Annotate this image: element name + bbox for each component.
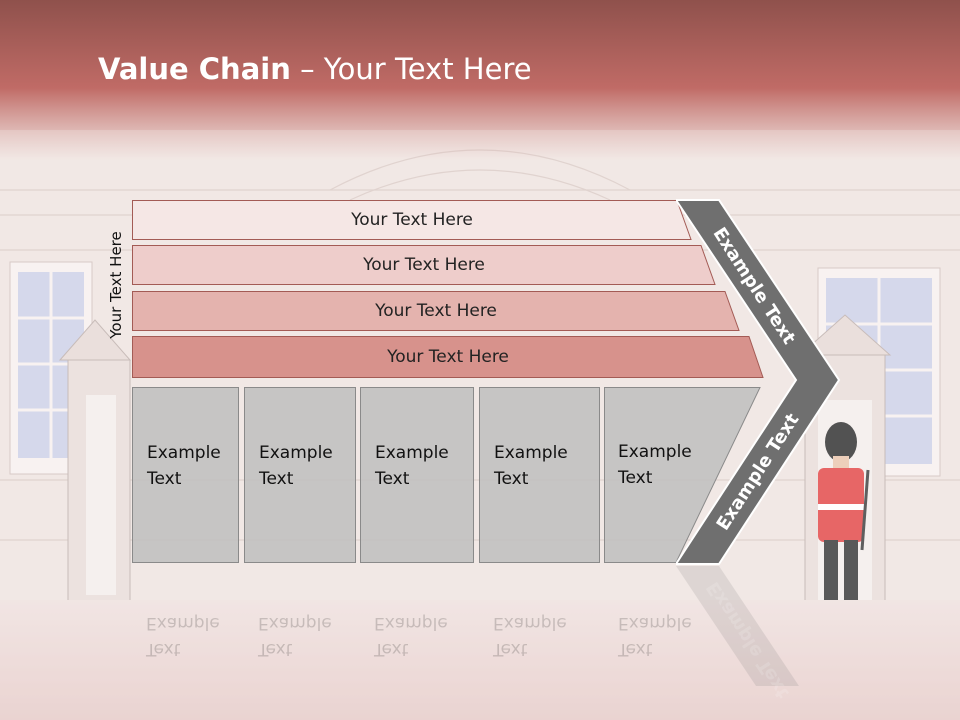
box-3-line1: Example <box>375 443 449 463</box>
activity-box-2: Example Text <box>244 387 356 563</box>
box-1-line1: Example <box>147 443 221 463</box>
bar-fill-1 <box>132 200 692 240</box>
activity-box-4: Example Text <box>479 387 600 563</box>
bar-fill-3 <box>132 291 740 331</box>
refl-1-line2: Text <box>146 639 181 659</box>
side-label: Your Text Here <box>107 231 125 339</box>
refl-3-line2: Text <box>374 639 409 659</box>
reflection-4: Text Example <box>479 610 600 690</box>
refl-4-line2: Text <box>493 639 528 659</box>
bar-label-1: Your Text Here <box>351 210 473 230</box>
refl-3-line1: Example <box>374 613 448 633</box>
bar-label-4: Your Text Here <box>387 347 509 367</box>
margin-arrow <box>676 199 841 565</box>
bar-shape-4 <box>132 336 764 378</box>
sentry-box-left <box>58 319 132 606</box>
refl-1-line1: Example <box>146 613 220 633</box>
activity-box-3: Example Text <box>360 387 474 563</box>
bar-shape-3 <box>132 291 740 331</box>
activity-box-5: Example Text <box>604 387 764 563</box>
page-title: Value Chain – Your Text Here <box>98 52 532 86</box>
support-bar-1: Your Text Here <box>132 200 692 240</box>
box-2-line2: Text <box>259 469 294 489</box>
support-bar-3: Your Text Here <box>132 291 740 331</box>
activity-box-1: Example Text <box>132 387 239 563</box>
bar-label-3: Your Text Here <box>375 301 497 321</box>
arrow-reflection <box>676 566 799 686</box>
support-bar-2: Your Text Here <box>132 245 716 285</box>
refl-2-line2: Text <box>258 639 293 659</box>
box-2-line1: Example <box>259 443 333 463</box>
box-4-line2: Text <box>494 469 529 489</box>
bar-shape-2 <box>132 245 716 285</box>
bar-label-2: Your Text Here <box>363 255 485 275</box>
box-4-line1: Example <box>494 443 568 463</box>
bar-shape-1 <box>132 200 692 240</box>
bar-fill-4 <box>132 336 764 378</box>
reflection-3: Text Example <box>360 610 474 690</box>
refl-2-line1: Example <box>258 613 332 633</box>
reflection-2: Text Example <box>244 610 356 690</box>
box-1-line2: Text <box>147 469 182 489</box>
title-rest: – Your Text Here <box>290 52 532 86</box>
box-5-line2: Text <box>618 468 653 488</box>
box-5-line1: Example <box>618 442 692 462</box>
title-bold: Value Chain <box>98 52 291 86</box>
bar-fill-2 <box>132 245 716 285</box>
box-3-line2: Text <box>375 469 410 489</box>
refl-4-line1: Example <box>493 613 567 633</box>
support-bar-4: Your Text Here <box>132 336 764 378</box>
reflection-1: Text Example <box>132 610 239 690</box>
